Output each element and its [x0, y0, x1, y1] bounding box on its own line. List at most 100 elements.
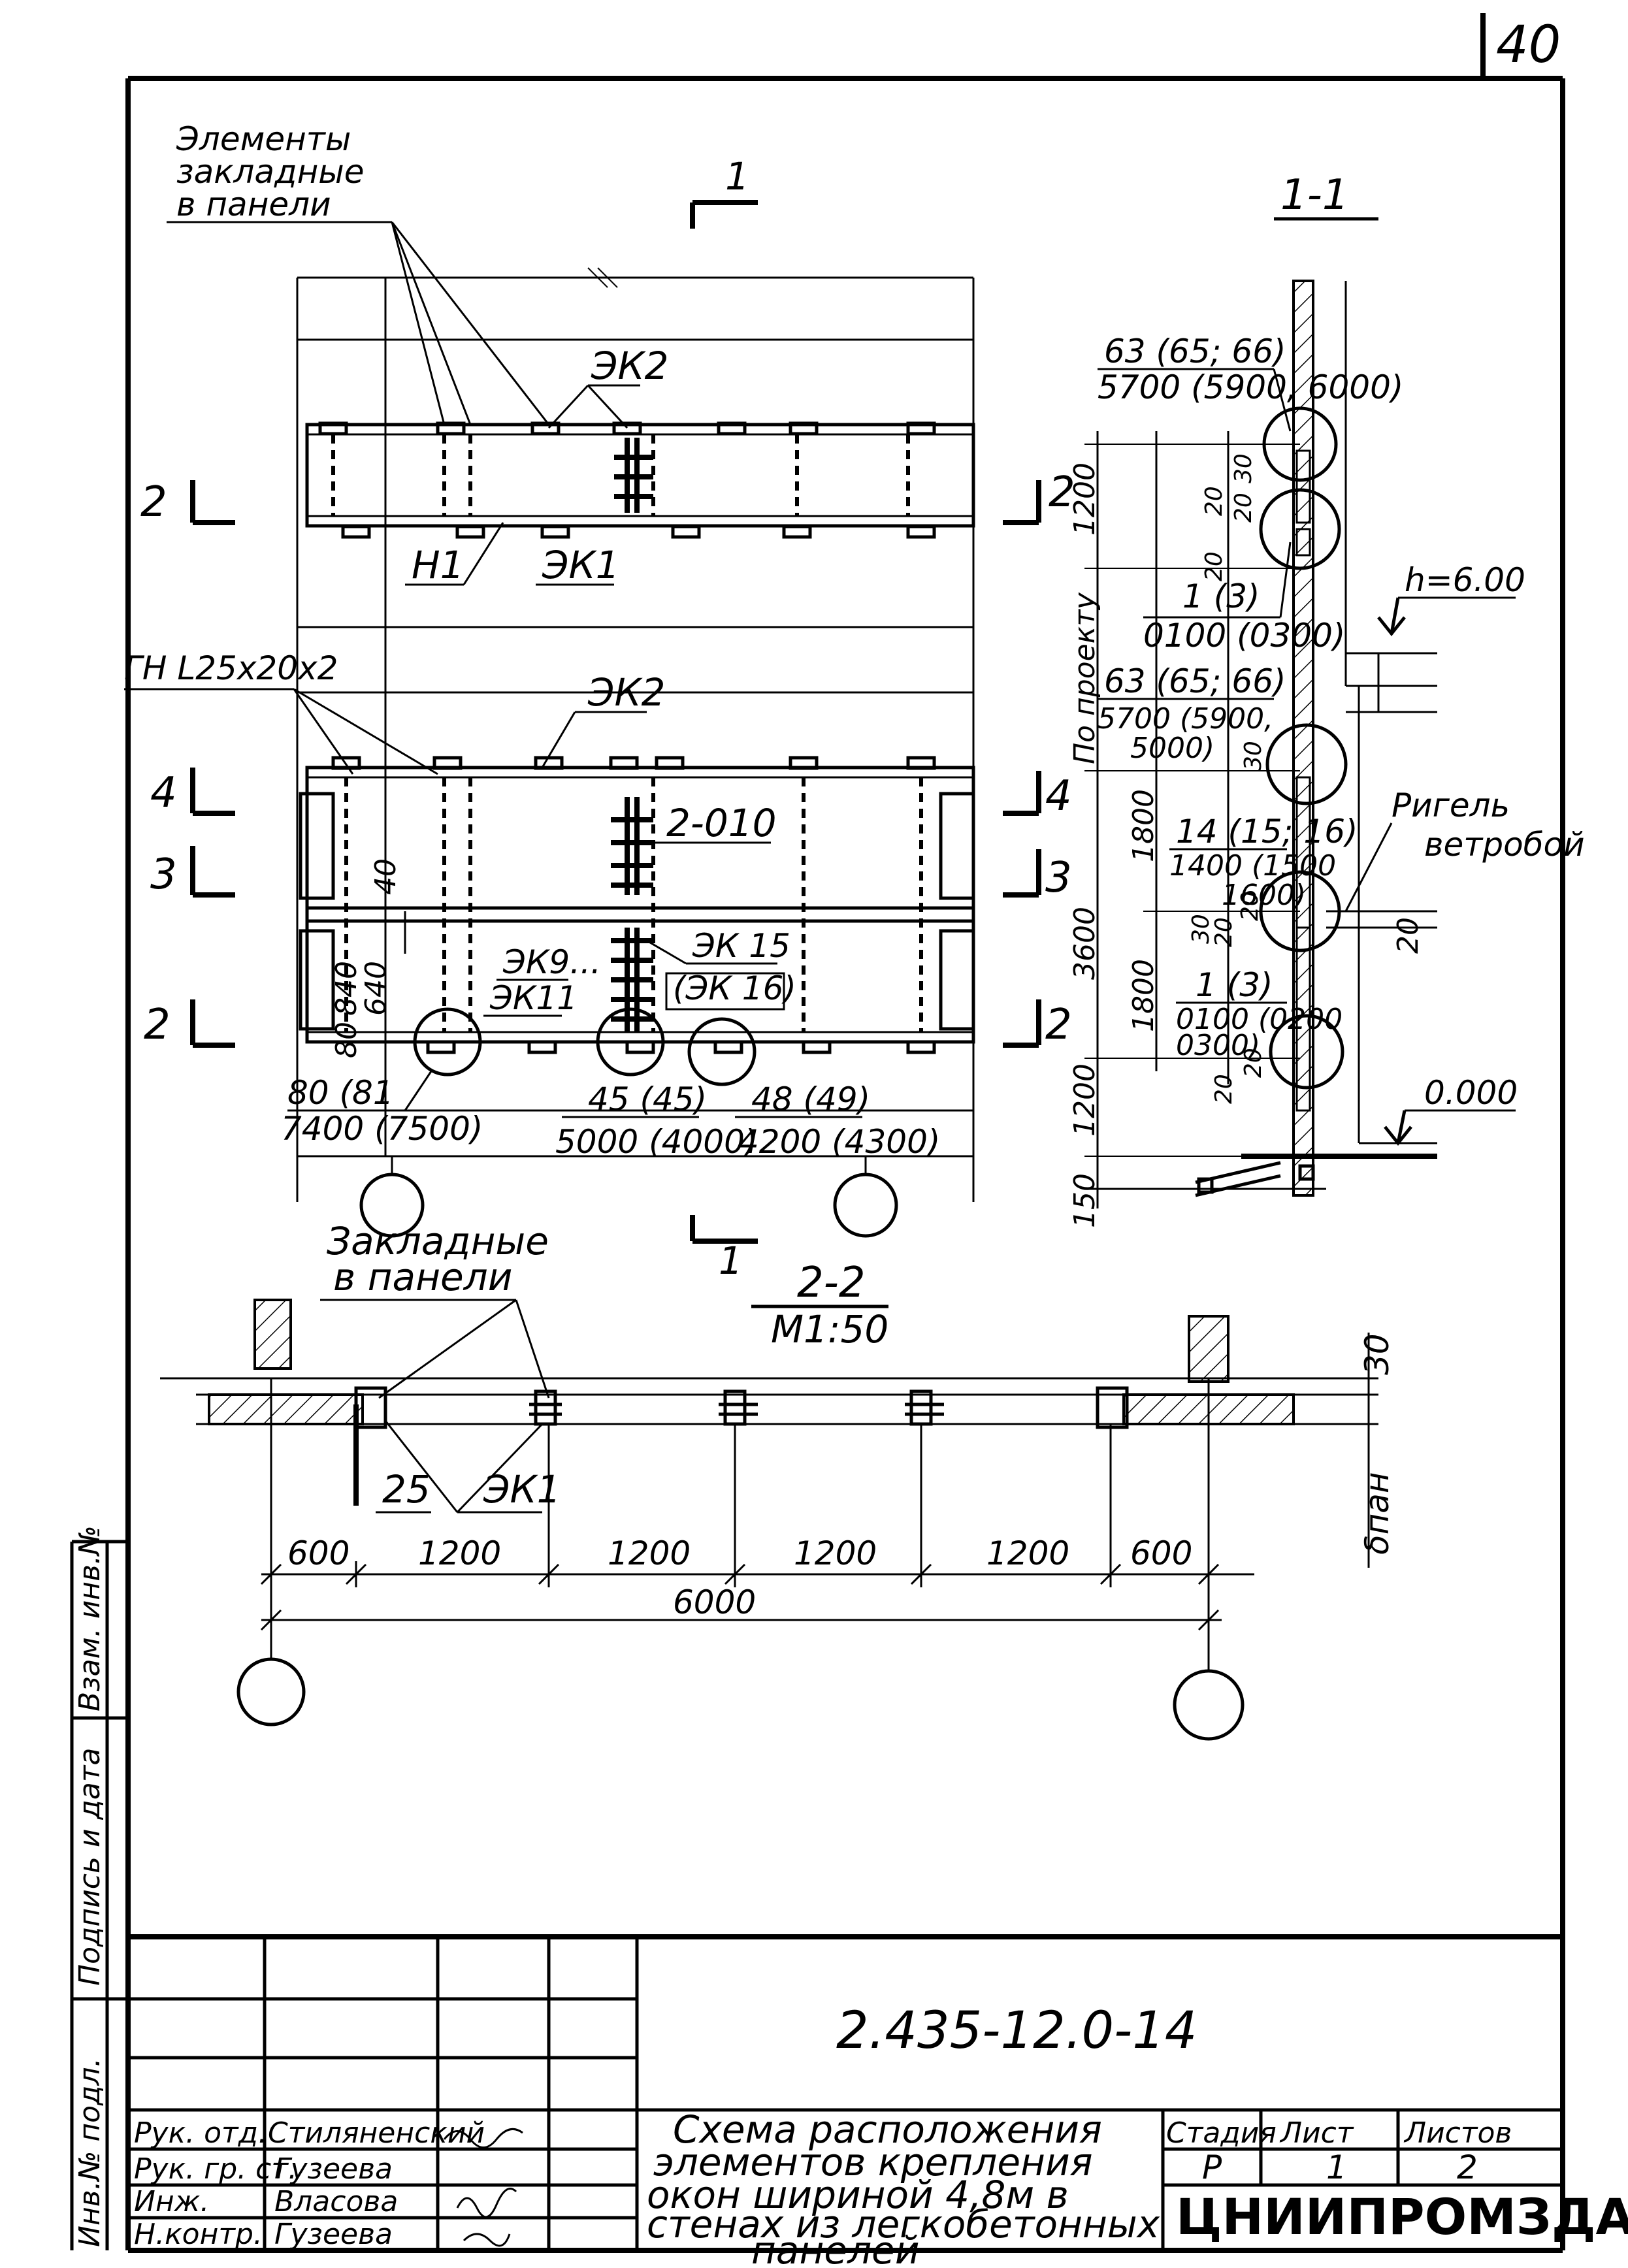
vdim-150: 150 — [1068, 1173, 1101, 1228]
col-sheets: Листов — [1403, 2116, 1512, 2150]
sdim-2: 20 — [1201, 486, 1228, 516]
title-line2: элементов крепления — [653, 2140, 1093, 2184]
label-gn: ГН L25х20х2 — [124, 649, 338, 687]
s11-callout4-top: 14 (15; 16) — [1176, 813, 1358, 850]
s22-title: 2-2 — [797, 1259, 866, 1307]
name-4: Гузеева — [274, 2218, 393, 2251]
mark-right-2b: 2 — [1045, 1001, 1072, 1049]
level-zero: 0.000 — [1424, 1074, 1518, 1112]
s22-dim-1200-b: 1200 — [608, 1534, 691, 1572]
val-sheets: 2 — [1457, 2148, 1478, 2186]
rigel-line1: Ригель — [1392, 786, 1510, 824]
s22-scale: М1:50 — [771, 1307, 888, 1352]
embedded-callout-line3: в панели — [176, 186, 331, 223]
val-sheet: 1 — [1326, 2148, 1347, 2186]
col-stage: Стадия — [1166, 2116, 1277, 2150]
plan-view: Элементы закладные в панели 1 1 — [124, 120, 1075, 1283]
vdim-1800-b: 1800 — [1127, 959, 1160, 1032]
s11-callout5-bottom2: 0300) — [1176, 1029, 1260, 1062]
section-1-1: 1-1 63 (65; 66) 5700 (5900, 6000) — [1068, 171, 1585, 1228]
title-line5: панелей — [751, 2228, 920, 2268]
callout-45-bottom: 5000 (4000) — [555, 1123, 757, 1161]
role-3: Инж. — [134, 2185, 209, 2218]
callout-48-top: 48 (49) — [751, 1080, 870, 1118]
sdim-10: 20 — [1211, 1074, 1237, 1104]
name-1: Стиляненский — [268, 2116, 485, 2150]
role-1: Рук. отд. — [134, 2116, 267, 2150]
s11-callout2-top: 1 (3) — [1182, 577, 1260, 615]
doc-code: 2.435-12.0-14 — [836, 2001, 1197, 2060]
s11-callout5-top: 1 (3) — [1196, 966, 1273, 1004]
section-2-2: Закладные в панели 2-2 М1:50 25 ЭК1 30 — [160, 1219, 1396, 1741]
callout-80-top: 80 (81 — [287, 1074, 394, 1112]
rigel-dim: 20 — [1392, 917, 1425, 954]
val-stage: Р — [1202, 2148, 1222, 2186]
label-ek11: ЭК11 — [489, 979, 578, 1017]
title-line3: окон шириной 4,8м в — [647, 2173, 1069, 2217]
s11-callout3-bottom2: 5000) — [1130, 732, 1214, 765]
callout-80-bottom: 7400 (7500) — [281, 1110, 483, 1148]
level-top: h=6.00 — [1405, 561, 1525, 599]
label-ek2-mid: ЭК2 — [587, 670, 666, 715]
s11-callout1-top: 63 (65; 66) — [1104, 332, 1286, 370]
sdim-7: 20 — [1211, 917, 1237, 947]
dim-40: 40 — [369, 858, 402, 895]
s11-callout4-bottom: 1400 (1500 — [1169, 849, 1336, 883]
section-marks: 2 2 4 4 3 3 2 2 — [140, 468, 1075, 1049]
s11-callout4-bottom2: 1600) — [1222, 879, 1306, 912]
organization: ЦНИИПРОМЗДАНИЙ — [1176, 2188, 1628, 2246]
sdim-1: 30 — [1230, 453, 1257, 483]
mark-right-2a: 2 — [1049, 468, 1075, 517]
label-ek9: ЭК9... — [502, 943, 601, 981]
s22-dim-1200-d: 1200 — [986, 1534, 1069, 1572]
side-stamp: Инв.№ подл. Подпись и дата Взам. инв.№ — [70, 1525, 128, 2250]
embedded-callout-line1: Элементы — [176, 120, 351, 158]
mark-left-2a: 2 — [140, 478, 167, 526]
section-mark-top: 1 — [725, 154, 749, 199]
mark-left-4: 4 — [150, 769, 177, 817]
rigel-line2: ветробой — [1424, 826, 1585, 864]
s11-callout1-bottom: 5700 (5900, 6000) — [1098, 368, 1403, 406]
mark-left-3: 3 — [150, 850, 177, 899]
label-ek2-top: ЭК2 — [591, 344, 669, 388]
side-label-inv: Инв.№ подл. — [73, 2058, 106, 2247]
side-label-replace: Взам. инв.№ — [73, 1525, 106, 1711]
section-mark-bottom: 1 — [719, 1239, 743, 1283]
label-ek16: (ЭК 16) — [673, 969, 796, 1007]
name-2: Гузеева — [274, 2152, 393, 2186]
section-1-1-title: 1-1 — [1280, 171, 1349, 219]
mark-left-2b: 2 — [144, 1001, 171, 1049]
label-ek1: ЭК1 — [542, 543, 620, 587]
vdim-1800-a: 1800 — [1127, 789, 1160, 862]
s11-callout3-bottom: 5700 (5900, — [1098, 702, 1273, 736]
sdim-9: 20 — [1240, 1048, 1267, 1078]
embedded-callout-line2: закладные — [176, 153, 365, 191]
dim-640: 640 — [359, 961, 393, 1016]
s22-label-25: 25 — [382, 1467, 431, 1512]
vdim-project: По проекту — [1068, 592, 1101, 764]
vdim-3600: 3600 — [1068, 907, 1101, 980]
s11-callout3-top: 63 (65; 66) — [1104, 662, 1286, 700]
sdim-3: 20 — [1230, 493, 1257, 523]
role-2: Рук. гр. ст. — [134, 2152, 297, 2186]
s22-callout-line1: Закладные — [327, 1219, 549, 1263]
sdim-4: 20 — [1201, 551, 1228, 581]
s11-callout5-bottom: 0100 (0200 — [1176, 1003, 1343, 1036]
s22-label-30: 30 — [1358, 1333, 1396, 1375]
title-line4: стенах из легкобетонных — [647, 2202, 1160, 2246]
sdim-8: 30 — [1188, 914, 1214, 944]
sdim-5: 30 — [1240, 741, 1267, 771]
s11-callout2-bottom: 0100 (0300) — [1143, 617, 1345, 655]
title-block: 2.435-12.0-14 Схема расположения элемент… — [128, 1934, 1628, 2268]
dim-840: 840 — [330, 961, 363, 1016]
sdim-6: 20 — [1237, 891, 1263, 921]
role-4: Н.контр. — [134, 2218, 263, 2251]
s22-dim-total: 6000 — [673, 1583, 756, 1621]
s22-dim-600-left: 600 — [287, 1534, 350, 1572]
mark-right-4: 4 — [1045, 772, 1072, 820]
callout-45-top: 45 (45) — [588, 1080, 707, 1118]
title-line1: Схема расположения — [673, 2107, 1102, 2152]
vdim-1200-bottom: 1200 — [1068, 1063, 1101, 1137]
signatures — [443, 2128, 523, 2247]
